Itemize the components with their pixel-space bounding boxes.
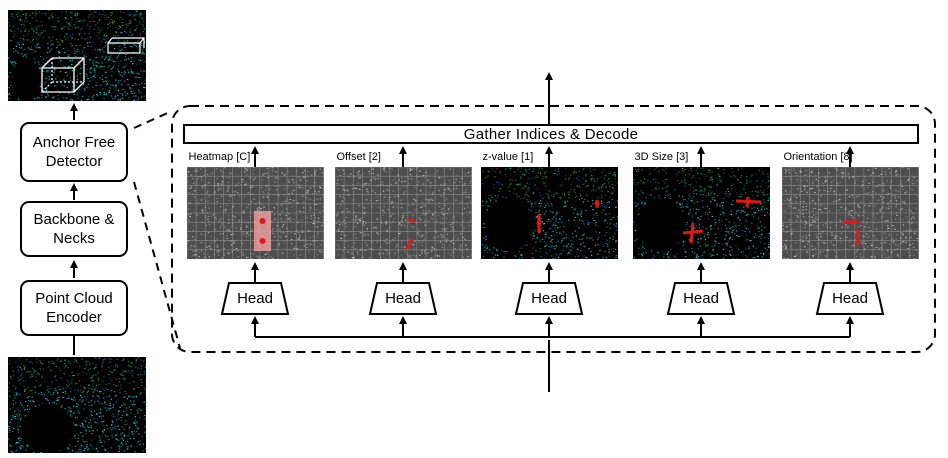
head-output-map (480, 167, 618, 259)
head-label: Head (531, 290, 567, 307)
head-label: Head (832, 290, 868, 307)
head-block (220, 282, 290, 315)
backbone-necks-box: Backbone & Necks (20, 201, 128, 257)
head-output-map (334, 167, 472, 259)
head-label: Head (683, 290, 719, 307)
target-markers (405, 218, 415, 250)
target-markers (843, 220, 860, 246)
bounding-box-3d (41, 57, 85, 93)
anchor-free-detector-box: Anchor Free Detector (20, 122, 128, 182)
output-detection-scene (8, 10, 146, 101)
head-output-map (632, 167, 770, 259)
target-markers (536, 200, 599, 233)
head-output-label: Heatmap [C] (188, 151, 251, 163)
head-label: Head (385, 290, 421, 307)
head-block (815, 282, 885, 315)
target-markers (253, 211, 271, 251)
head-label: Head (237, 290, 273, 307)
head-group-container (171, 105, 936, 353)
input-point-cloud-scene (8, 357, 146, 453)
head-block (368, 282, 438, 315)
target-markers (682, 196, 761, 244)
head-output-map (186, 167, 324, 259)
head-output-label: 3D Size [3] (634, 151, 689, 163)
bounding-box-3d-far (107, 37, 145, 54)
zoom-line-top (133, 110, 173, 129)
head-output-map (781, 167, 919, 259)
head-block (514, 282, 584, 315)
head-output-label: Offset [2] (336, 151, 381, 163)
zoom-line-bottom (133, 181, 181, 349)
gather-decode-bar: Gather Indices & Decode (183, 124, 919, 144)
point-cloud-encoder-box: Point Cloud Encoder (20, 280, 128, 336)
head-output-label: z-value [1] (482, 151, 534, 163)
head-output-label: Orientation [8] (783, 151, 853, 163)
head-block (666, 282, 736, 315)
